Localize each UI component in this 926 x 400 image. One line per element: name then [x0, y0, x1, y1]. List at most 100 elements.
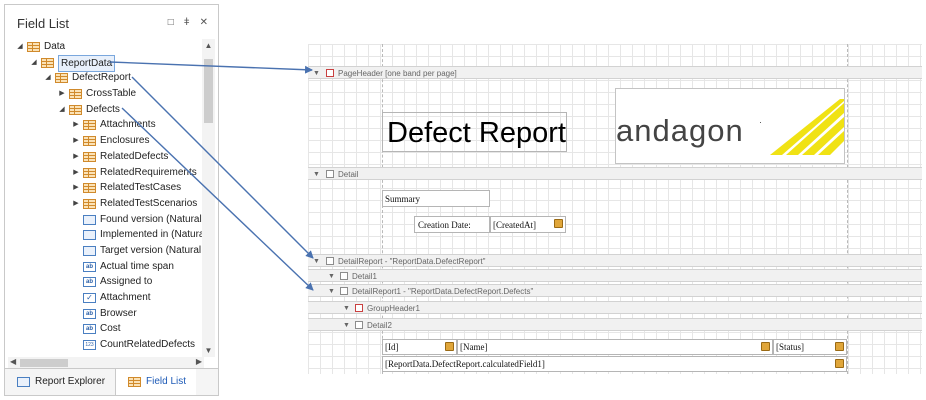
collapse-icon[interactable]: ▼: [313, 70, 320, 77]
scroll-left-icon[interactable]: ◀: [10, 357, 17, 366]
smart-tag-icon[interactable]: [445, 342, 454, 351]
id-text: [Id]: [385, 342, 399, 352]
tree-item-label: RelatedDefects: [100, 150, 169, 162]
band-detail2[interactable]: ▼ Detail2: [308, 318, 922, 331]
band-label: DetailReport - "ReportData.DefectReport": [338, 257, 486, 266]
tree-item[interactable]: ▶RelatedTestScenarios: [8, 196, 204, 212]
band-detail[interactable]: ▼ Detail: [308, 167, 922, 180]
tree-item-label: DefectReport: [72, 72, 131, 84]
report-explorer-icon: [17, 377, 30, 387]
collapse-icon[interactable]: ▼: [313, 171, 320, 178]
collapse-icon[interactable]: ▼: [328, 288, 335, 295]
band-detail-report1[interactable]: ▼ DetailReport1 - "ReportData.DefectRepo…: [308, 284, 922, 297]
expand-toggle-icon[interactable]: ◢: [31, 58, 37, 66]
expand-toggle-icon[interactable]: ▶: [73, 121, 79, 129]
scroll-thumb[interactable]: [204, 59, 213, 123]
tree-item-label: RelatedRequirements: [100, 166, 197, 178]
num-field-icon: 123: [83, 340, 96, 351]
tab-field-list[interactable]: Field List: [115, 369, 197, 395]
margin-guide-right: [847, 44, 848, 374]
tree-item[interactable]: ▶ RelatedDefects: [8, 149, 204, 165]
field-list-panel: Field List □ ǂ ✕ ◢Data◢ReportData◢Defect…: [4, 4, 219, 396]
pin-icon[interactable]: ǂ: [183, 17, 190, 28]
created-at-field[interactable]: [CreatedAt]: [490, 216, 566, 233]
band-icon: [326, 170, 334, 178]
calculated-field[interactable]: [ReportData.DefectReport.calculatedField…: [382, 356, 847, 372]
tree-item[interactable]: ◢ DefectReport: [8, 70, 204, 86]
tree-item-label: Found version (Natural: [100, 213, 202, 225]
band-page-header[interactable]: ▼ PageHeader [one band per page]: [308, 66, 922, 79]
smart-tag-icon[interactable]: [835, 342, 844, 351]
summary-text: Summary: [385, 194, 420, 204]
tree-item[interactable]: ◢Defects: [8, 102, 204, 118]
expand-toggle-icon[interactable]: ▶: [73, 199, 79, 207]
tree-item[interactable]: Found version (Natural: [8, 212, 204, 228]
smart-tag-icon[interactable]: [761, 342, 770, 351]
vertical-scrollbar[interactable]: ▲ ▼: [202, 39, 215, 357]
expand-toggle-icon[interactable]: ▶: [73, 168, 79, 176]
restore-icon[interactable]: □: [167, 17, 174, 28]
status-field[interactable]: [Status]: [773, 339, 847, 355]
tree-item[interactable]: ▶ Enclosures: [8, 133, 204, 149]
panel-title: Field List: [17, 16, 70, 31]
creation-date-label[interactable]: Creation Date:: [414, 216, 490, 233]
collapse-icon[interactable]: ▼: [343, 305, 350, 312]
expand-toggle-icon[interactable]: ▶: [59, 90, 65, 98]
scroll-down-icon[interactable]: ▼: [204, 346, 213, 355]
tree-item[interactable]: Implemented in (Natura: [8, 227, 204, 243]
tree-item[interactable]: ◢Data: [8, 39, 204, 55]
expand-toggle-icon[interactable]: ◢: [59, 105, 65, 113]
smart-tag-icon[interactable]: [835, 359, 844, 368]
expand-toggle-icon[interactable]: ▶: [73, 137, 79, 145]
summary-label[interactable]: Summary: [382, 190, 490, 207]
expand-toggle-icon[interactable]: ▶: [73, 184, 79, 192]
report-title-text: Defect Report: [387, 117, 566, 149]
expand-toggle-icon[interactable]: ▶: [73, 152, 79, 160]
created-at-text: [CreatedAt]: [493, 220, 536, 230]
smart-tag-icon[interactable]: [554, 219, 563, 228]
collapse-icon[interactable]: ▼: [343, 322, 350, 329]
band-label: PageHeader [one band per page]: [338, 69, 457, 78]
tab-report-explorer[interactable]: Report Explorer: [5, 369, 115, 395]
table-field-icon: [69, 89, 82, 100]
band-label: DetailReport1 - "ReportData.DefectReport…: [352, 287, 534, 296]
tree-item[interactable]: ▶ RelatedRequirements: [8, 165, 204, 181]
tree-item[interactable]: ✓Attachment: [8, 290, 204, 306]
expand-toggle-icon[interactable]: ◢: [45, 74, 51, 82]
name-field[interactable]: [Name]: [457, 339, 773, 355]
hscroll-thumb[interactable]: [20, 359, 68, 367]
tree-item[interactable]: ▶CrossTable: [8, 86, 204, 102]
expand-toggle-icon[interactable]: ◢: [17, 43, 23, 50]
panel-buttons: □ ǂ ✕: [168, 17, 208, 28]
tree-item-label: Enclosures: [100, 135, 150, 147]
field-tree: ◢Data◢ReportData◢DefectReport▶CrossTable…: [8, 39, 204, 357]
band-label: Detail2: [367, 321, 392, 330]
tree-item[interactable]: ▶ Attachments: [8, 117, 204, 133]
tree-item[interactable]: Target version (Natural: [8, 243, 204, 259]
tab-label: Report Explorer: [35, 376, 106, 387]
id-field[interactable]: [Id]: [382, 339, 457, 355]
scroll-right-icon[interactable]: ▶: [195, 357, 202, 366]
scroll-up-icon[interactable]: ▲: [204, 41, 213, 50]
band-label: GroupHeader1: [367, 304, 420, 313]
tree-item[interactable]: ▶RelatedTestCases: [8, 180, 204, 196]
logo-picture[interactable]: andagon ·: [615, 88, 845, 164]
band-detail1[interactable]: ▼ Detail1: [308, 269, 922, 282]
table-field-icon: [83, 136, 96, 147]
band-icon: [340, 272, 348, 280]
collapse-icon[interactable]: ▼: [313, 258, 320, 265]
logo-mark-icon: [770, 99, 844, 155]
band-group-header1[interactable]: ▼ GroupHeader1: [308, 301, 922, 314]
report-title-label[interactable]: Defect Report: [382, 112, 567, 152]
close-icon[interactable]: ✕: [199, 17, 208, 28]
tree-item-label: Attachments: [100, 119, 156, 131]
collapse-icon[interactable]: ▼: [328, 273, 335, 280]
band-detail-report[interactable]: ▼ DetailReport - "ReportData.DefectRepor…: [308, 254, 922, 267]
tree-item[interactable]: ◢ReportData: [8, 54, 204, 73]
horizontal-scrollbar[interactable]: ◀ ▶: [8, 357, 204, 369]
